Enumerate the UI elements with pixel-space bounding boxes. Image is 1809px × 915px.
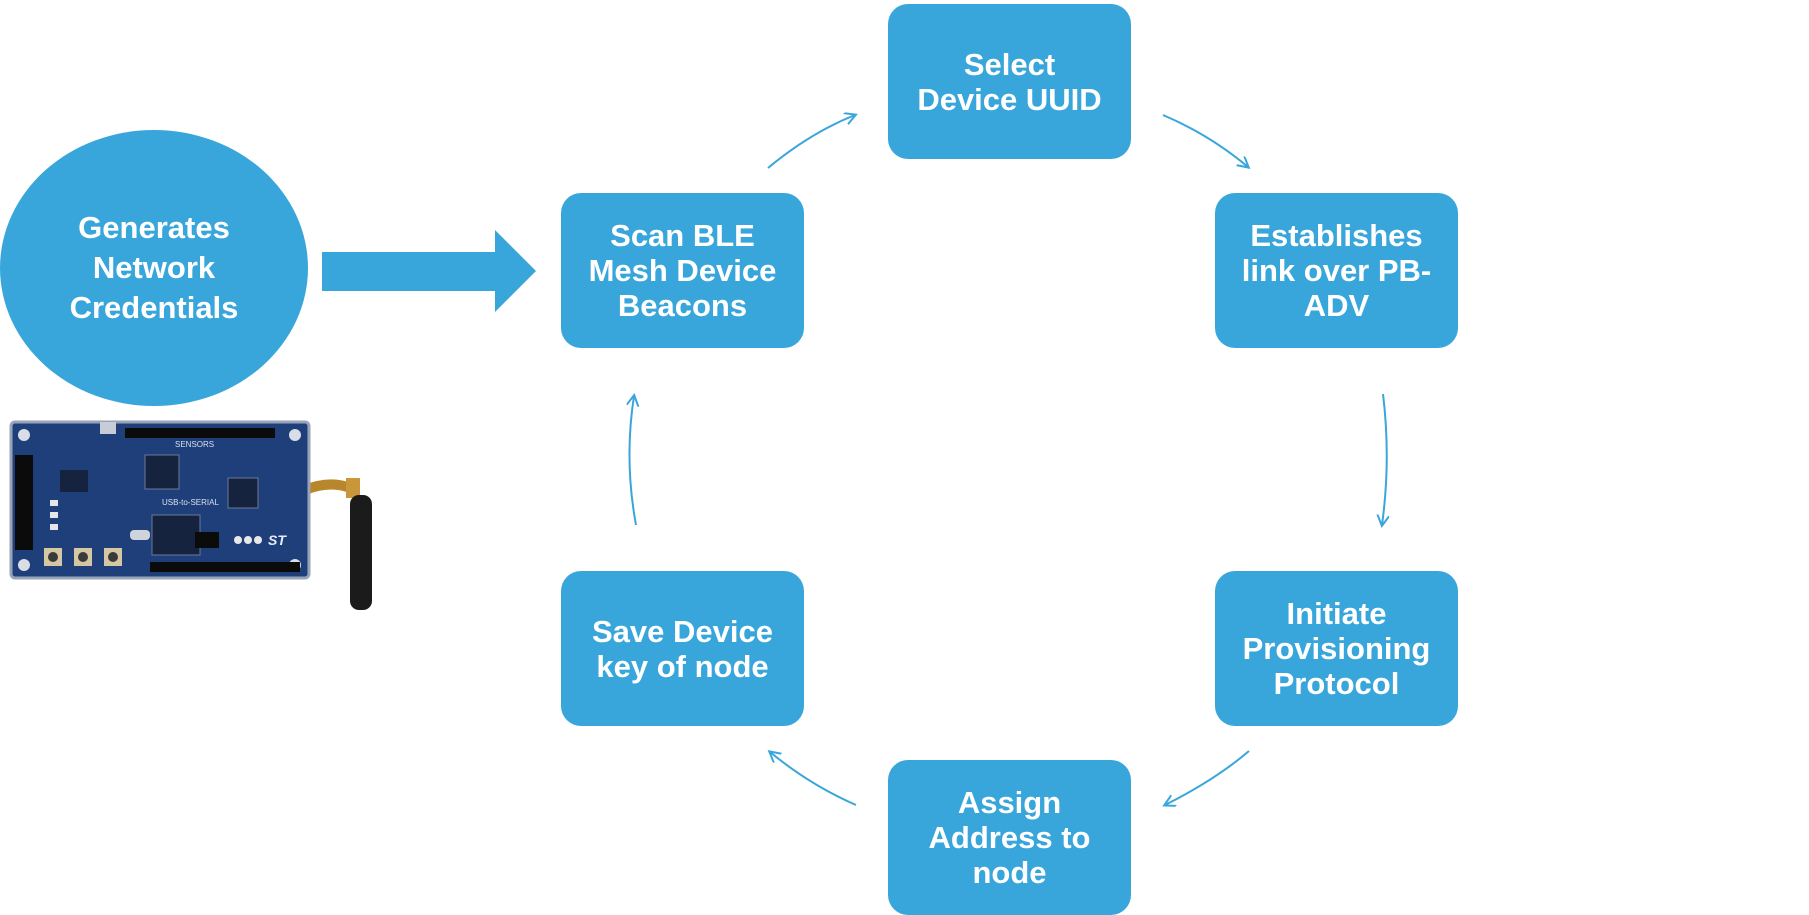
step-initiate-provisioning: Initiate Provisioning Protocol [1215, 571, 1458, 726]
step-label: node [972, 855, 1047, 890]
arrow-assign-to-save [770, 752, 857, 806]
arrow-initiate-to-assign [1165, 750, 1250, 805]
dev-board-image: SENSORS USB-to-SERIAL ST [9, 420, 372, 610]
arrow-select-to-establish [1162, 114, 1248, 167]
step-select-device-uuid: Select Device UUID [888, 4, 1131, 159]
step-label: key of node [596, 648, 769, 684]
step-save-device-key: Save Device key of node [561, 571, 804, 726]
step-label: Initiate [1286, 596, 1387, 631]
step-label: Address to [928, 820, 1091, 855]
arrow-establish-to-initiate [1382, 393, 1387, 525]
step-establish-link: Establishes link over PB- ADV [1215, 193, 1458, 348]
step-label: Assign [957, 785, 1062, 820]
circle-line-3: Credentials [69, 290, 239, 325]
pcb-label-usb-serial: USB-to-SERIAL [162, 498, 219, 507]
step-label: Save Device [592, 613, 773, 649]
st-logo: ST [268, 532, 287, 548]
main-block-arrow [322, 230, 536, 312]
step-scan-ble-beacons: Scan BLE Mesh Device Beacons [561, 193, 804, 348]
step-label: Select [963, 46, 1056, 82]
circle-line-1: Generates [78, 210, 230, 245]
step-label: Provisioning [1242, 631, 1431, 666]
arrow-save-to-scan [629, 396, 636, 526]
step-assign-address: Assign Address to node [888, 760, 1131, 915]
generates-network-credentials-circle: Generates Network Credentials [0, 130, 308, 406]
arrow-scan-to-select [767, 115, 855, 169]
step-label: ADV [1303, 288, 1370, 323]
antenna-icon [350, 495, 372, 610]
circle-line-2: Network [92, 250, 216, 285]
step-label: Mesh Device [588, 253, 777, 288]
step-label: Scan BLE [610, 218, 755, 253]
step-label: Beacons [617, 288, 748, 323]
step-label: Device UUID [917, 81, 1102, 117]
pcb-label-sensors: SENSORS [175, 440, 214, 449]
step-label: Establishes [1250, 218, 1423, 253]
step-label: link over PB- [1241, 253, 1432, 288]
step-label: Protocol [1273, 666, 1400, 701]
